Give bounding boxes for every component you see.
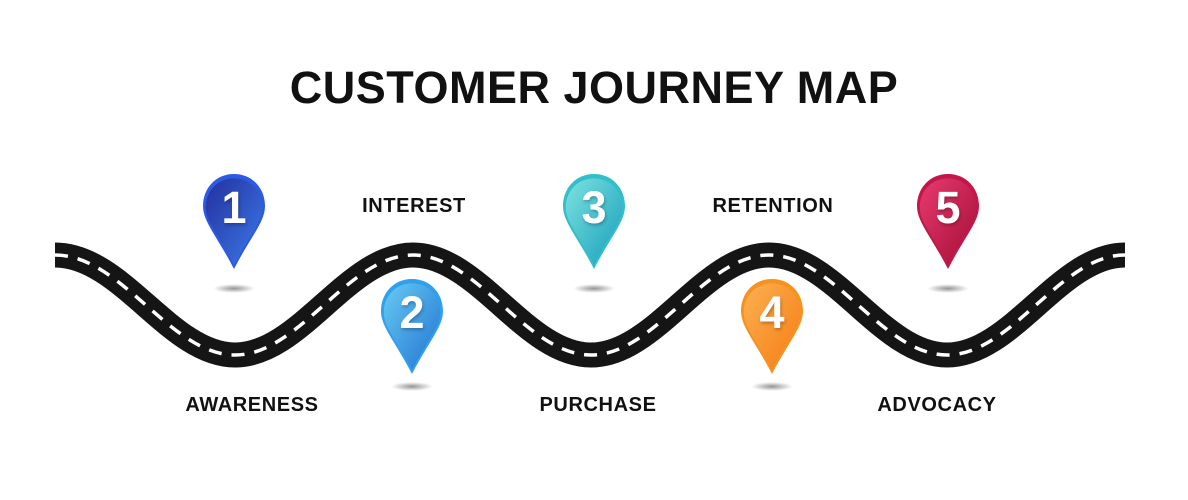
pin-shadow	[927, 284, 969, 293]
pin-body	[743, 283, 801, 370]
pin-number: 3	[581, 182, 607, 233]
stage-pin-advocacy: 5	[912, 172, 984, 272]
pin-number: 5	[935, 182, 961, 233]
pin-body	[205, 178, 263, 265]
map-pin-icon	[381, 279, 443, 374]
stage-label-interest: INTEREST	[362, 195, 466, 217]
pin-body	[383, 283, 441, 370]
pin-shadow	[573, 284, 615, 293]
pin-body	[919, 178, 977, 265]
stage-pin-retention: 4	[736, 277, 808, 377]
stage-pin-purchase: 3	[558, 172, 630, 272]
stage-label-retention: RETENTION	[712, 195, 834, 217]
stage-label-purchase: PURCHASE	[539, 394, 657, 416]
stage-pin-interest: 2	[376, 277, 448, 377]
stage-pin-awareness: 1	[198, 172, 270, 272]
pin-body	[565, 178, 623, 265]
pin-shadow	[391, 382, 433, 391]
stage-label-awareness: AWARENESS	[185, 394, 319, 416]
pin-number: 1	[221, 182, 247, 233]
pin-shadow	[751, 382, 793, 391]
stage-label-advocacy: ADVOCACY	[877, 394, 997, 416]
pin-shadow	[213, 284, 255, 293]
page-title: CUSTOMER JOURNEY MAP	[289, 62, 899, 113]
map-pin-icon	[917, 174, 979, 269]
pin-number: 2	[399, 287, 425, 338]
map-pin-icon	[563, 174, 625, 269]
pin-number: 4	[759, 287, 785, 338]
road-lane-marking	[54, 253, 1126, 357]
map-pin-icon	[741, 279, 803, 374]
map-pin-icon	[203, 174, 265, 269]
